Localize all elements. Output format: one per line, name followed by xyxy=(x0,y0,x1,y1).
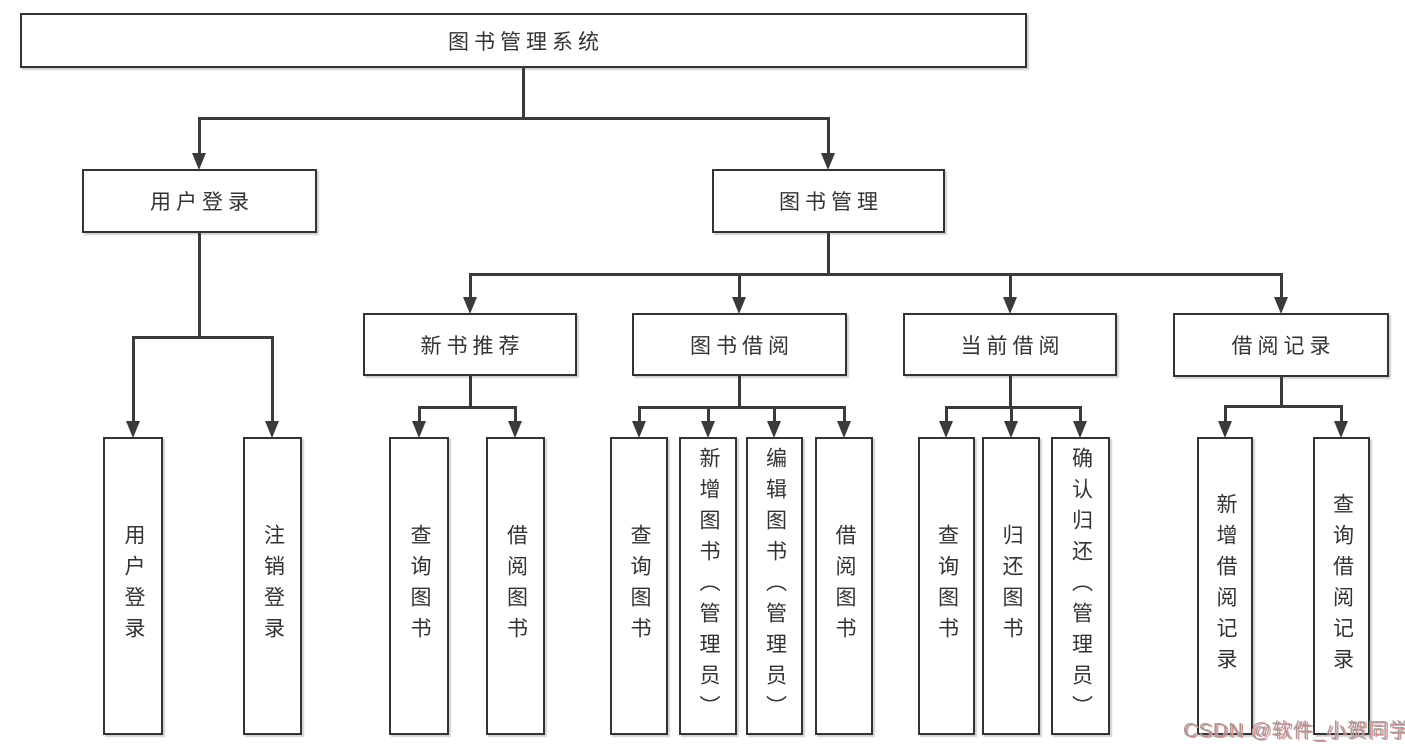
node-add-borrow-record: 新增借阅记录 xyxy=(1197,437,1253,735)
watermark: CSDN @软件_小贺同学 xyxy=(1183,720,1405,742)
arrow-down-icon xyxy=(1334,421,1348,438)
connector-line xyxy=(637,406,641,424)
connector-line xyxy=(706,406,710,424)
connector-line xyxy=(198,117,830,120)
connector-line xyxy=(417,406,517,409)
node-current-borrow: 当前借阅 xyxy=(903,313,1117,376)
connector-line xyxy=(738,273,741,300)
arrow-down-icon xyxy=(939,421,953,438)
arrow-down-icon xyxy=(508,421,522,438)
connector-line xyxy=(827,117,830,156)
connector-line xyxy=(468,375,472,409)
arrow-down-icon xyxy=(836,421,851,438)
node-query-borrow-record: 查询借阅记录 xyxy=(1313,437,1370,735)
connector-line xyxy=(417,406,421,424)
node-label-library-mgmt-system: 图书管理系统 xyxy=(448,30,604,54)
connector-line xyxy=(738,375,741,409)
connector-line xyxy=(271,336,274,424)
connector-line xyxy=(131,336,135,424)
node-label-return-book: 归还图书 xyxy=(1000,524,1023,648)
node-label-query-book-c: 查询图书 xyxy=(935,524,959,648)
node-book-borrow: 图书借阅 xyxy=(632,313,847,376)
connector-line xyxy=(945,406,1082,409)
node-borrow-book-b: 借阅图书 xyxy=(815,437,873,735)
node-label-edit-book-admin: 编辑图书（管理员） xyxy=(763,446,787,726)
node-label-book-borrow: 图书借阅 xyxy=(690,334,794,358)
node-label-borrow-book-b: 借阅图书 xyxy=(833,524,856,648)
node-label-query-book-a: 查询图书 xyxy=(408,524,431,648)
arrow-down-icon xyxy=(1273,297,1288,314)
arrow-down-icon xyxy=(821,153,835,170)
connector-line xyxy=(1279,273,1283,300)
connector-line xyxy=(1340,405,1343,424)
arrow-down-icon xyxy=(767,421,781,438)
connector-line xyxy=(468,273,1283,276)
connector-line xyxy=(842,406,846,424)
arrow-down-icon xyxy=(1217,421,1232,438)
connector-line xyxy=(827,232,830,276)
node-label-add-borrow-record: 新增借阅记录 xyxy=(1214,493,1237,679)
node-user-login: 用户登录 xyxy=(82,169,317,233)
arrow-down-icon xyxy=(192,153,206,170)
node-label-book-mgmt: 图书管理 xyxy=(779,191,883,214)
arrow-down-icon xyxy=(1003,421,1018,438)
node-label-query-borrow-record: 查询借阅记录 xyxy=(1330,493,1354,679)
node-user-login-leaf: 用户登录 xyxy=(103,437,163,735)
arrow-down-icon xyxy=(462,297,477,314)
connector-line xyxy=(1008,375,1012,409)
node-borrow-book-a: 借阅图书 xyxy=(486,437,545,735)
arrow-down-icon xyxy=(1073,421,1087,438)
connector-line xyxy=(1009,406,1013,424)
node-logout: 注销登录 xyxy=(243,437,302,735)
node-add-book-admin: 新增图书（管理员） xyxy=(679,437,737,735)
arrow-down-icon xyxy=(265,421,279,438)
node-query-book-a: 查询图书 xyxy=(389,437,449,735)
connector-line xyxy=(468,273,472,300)
arrow-down-icon xyxy=(732,297,746,314)
arrow-down-icon xyxy=(125,421,140,438)
node-library-mgmt-system: 图书管理系统 xyxy=(20,13,1027,68)
node-label-confirm-return-admin: 确认归还（管理员） xyxy=(1069,446,1093,726)
node-borrow-records: 借阅记录 xyxy=(1173,313,1389,377)
connector-line xyxy=(131,336,274,339)
node-label-logout: 注销登录 xyxy=(261,524,285,648)
node-edit-book-admin: 编辑图书（管理员） xyxy=(746,437,803,735)
connector-line xyxy=(637,406,846,409)
node-label-borrow-records: 借阅记录 xyxy=(1231,335,1336,358)
connector-line xyxy=(522,67,525,120)
connector-line xyxy=(773,406,776,424)
arrow-down-icon xyxy=(631,421,646,438)
node-label-new-book-rec: 新书推荐 xyxy=(420,334,525,358)
node-label-query-book-b: 查询图书 xyxy=(628,524,651,648)
node-label-add-book-admin: 新增图书（管理员） xyxy=(697,446,720,726)
connector-line xyxy=(198,117,201,156)
connector-line xyxy=(945,406,948,424)
connector-line xyxy=(1279,376,1283,408)
node-book-mgmt: 图书管理 xyxy=(712,169,945,233)
arrow-down-icon xyxy=(411,421,426,438)
arrow-down-icon xyxy=(700,421,715,438)
node-query-book-b: 查询图书 xyxy=(610,437,668,735)
node-label-user-login: 用户登录 xyxy=(150,191,254,214)
node-label-borrow-book-a: 借阅图书 xyxy=(504,524,528,648)
connector-line xyxy=(514,406,517,424)
node-query-book-c: 查询图书 xyxy=(918,437,975,735)
node-confirm-return-admin: 确认归还（管理员） xyxy=(1051,437,1110,735)
arrow-down-icon xyxy=(1002,297,1017,314)
node-label-user-login-leaf: 用户登录 xyxy=(122,524,145,648)
connector-line xyxy=(1079,406,1082,424)
connector-line xyxy=(1008,273,1012,300)
node-return-book: 归还图书 xyxy=(982,437,1040,735)
connector-line xyxy=(1223,405,1343,408)
connector-line xyxy=(1223,405,1227,424)
node-label-current-borrow: 当前借阅 xyxy=(960,334,1065,358)
node-new-book-rec: 新书推荐 xyxy=(363,313,577,376)
connector-line xyxy=(198,232,201,339)
